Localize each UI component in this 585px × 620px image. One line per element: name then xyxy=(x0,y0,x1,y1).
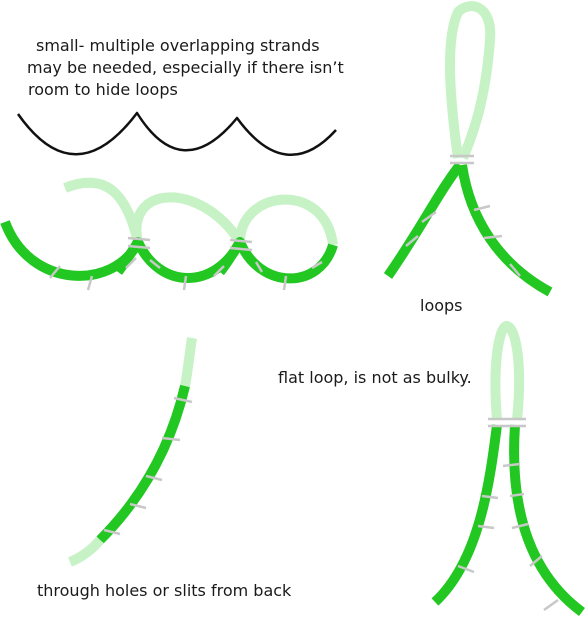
stitch-mark xyxy=(145,474,163,482)
loop-leg-left-dark xyxy=(383,161,464,279)
stitch-mark xyxy=(161,436,181,442)
overlapping-strands xyxy=(0,177,338,284)
label-small-overlapping: small- multiple overlapping strands may … xyxy=(0,35,390,101)
stitch-mark xyxy=(543,598,559,612)
flat-loop-figure xyxy=(431,321,585,617)
stitch-mark xyxy=(103,528,121,536)
stitch-mark xyxy=(457,564,475,574)
stitch-mark xyxy=(86,275,94,291)
stitch-mark xyxy=(529,555,543,567)
stitch-mark xyxy=(127,244,151,250)
stitch-mark xyxy=(127,236,151,242)
flat-loop-top-light xyxy=(490,321,525,421)
stitch-mark xyxy=(282,275,288,291)
label-small-line1: small- multiple overlapping strands xyxy=(36,36,320,55)
label-loops: loops xyxy=(420,296,463,315)
label-through-holes: through holes or slits from back xyxy=(37,581,292,600)
flat-loop-leg-right-dark xyxy=(509,424,585,617)
stitch-mark xyxy=(473,204,491,212)
stitch-mark xyxy=(125,257,137,269)
stitch-mark xyxy=(477,524,495,530)
overlap-strand-dark-bottom xyxy=(0,220,338,284)
stitch-mark xyxy=(229,238,253,244)
stitch-marks xyxy=(49,154,559,612)
through-strand-light-bottom xyxy=(68,536,104,567)
loop-figure xyxy=(383,1,553,297)
stitch-mark xyxy=(405,235,419,247)
scalloped-curve xyxy=(16,111,337,156)
through-strand-dark-middle xyxy=(96,384,190,544)
stitch-mark xyxy=(311,260,323,270)
overlap-strand-light-left xyxy=(63,177,143,244)
through-strand-light-top xyxy=(180,337,197,387)
loop-top-light xyxy=(445,1,496,160)
stitch-mark xyxy=(129,502,147,510)
stitch-mark xyxy=(421,210,437,224)
stitch-mark xyxy=(502,462,521,468)
label-small-line2: may be needed, especially if there isn’t xyxy=(27,58,344,77)
loop-leg-right-dark xyxy=(457,164,553,297)
stitch-mark xyxy=(182,275,188,291)
stitch-mark xyxy=(213,265,225,277)
overlap-strand-light-loop2 xyxy=(235,194,338,246)
stitch-mark xyxy=(254,261,264,273)
stitch-mark xyxy=(511,522,529,530)
stitch-mark xyxy=(49,265,61,279)
stitch-mark xyxy=(483,234,503,240)
stitch-mark xyxy=(509,263,521,277)
flat-loop-leg-left-dark xyxy=(431,424,502,606)
label-flat-loop: flat loop, is not as bulky. xyxy=(278,368,472,387)
through-holes-strand xyxy=(68,337,197,567)
stitch-mark xyxy=(149,259,161,269)
overlap-strand-light-loop1 xyxy=(131,192,245,245)
stitch-mark xyxy=(481,494,499,500)
stitch-mark xyxy=(173,396,193,404)
stitch-mark xyxy=(229,246,253,252)
label-small-line3: room to hide loops xyxy=(28,80,178,99)
stitch-mark xyxy=(509,492,525,498)
